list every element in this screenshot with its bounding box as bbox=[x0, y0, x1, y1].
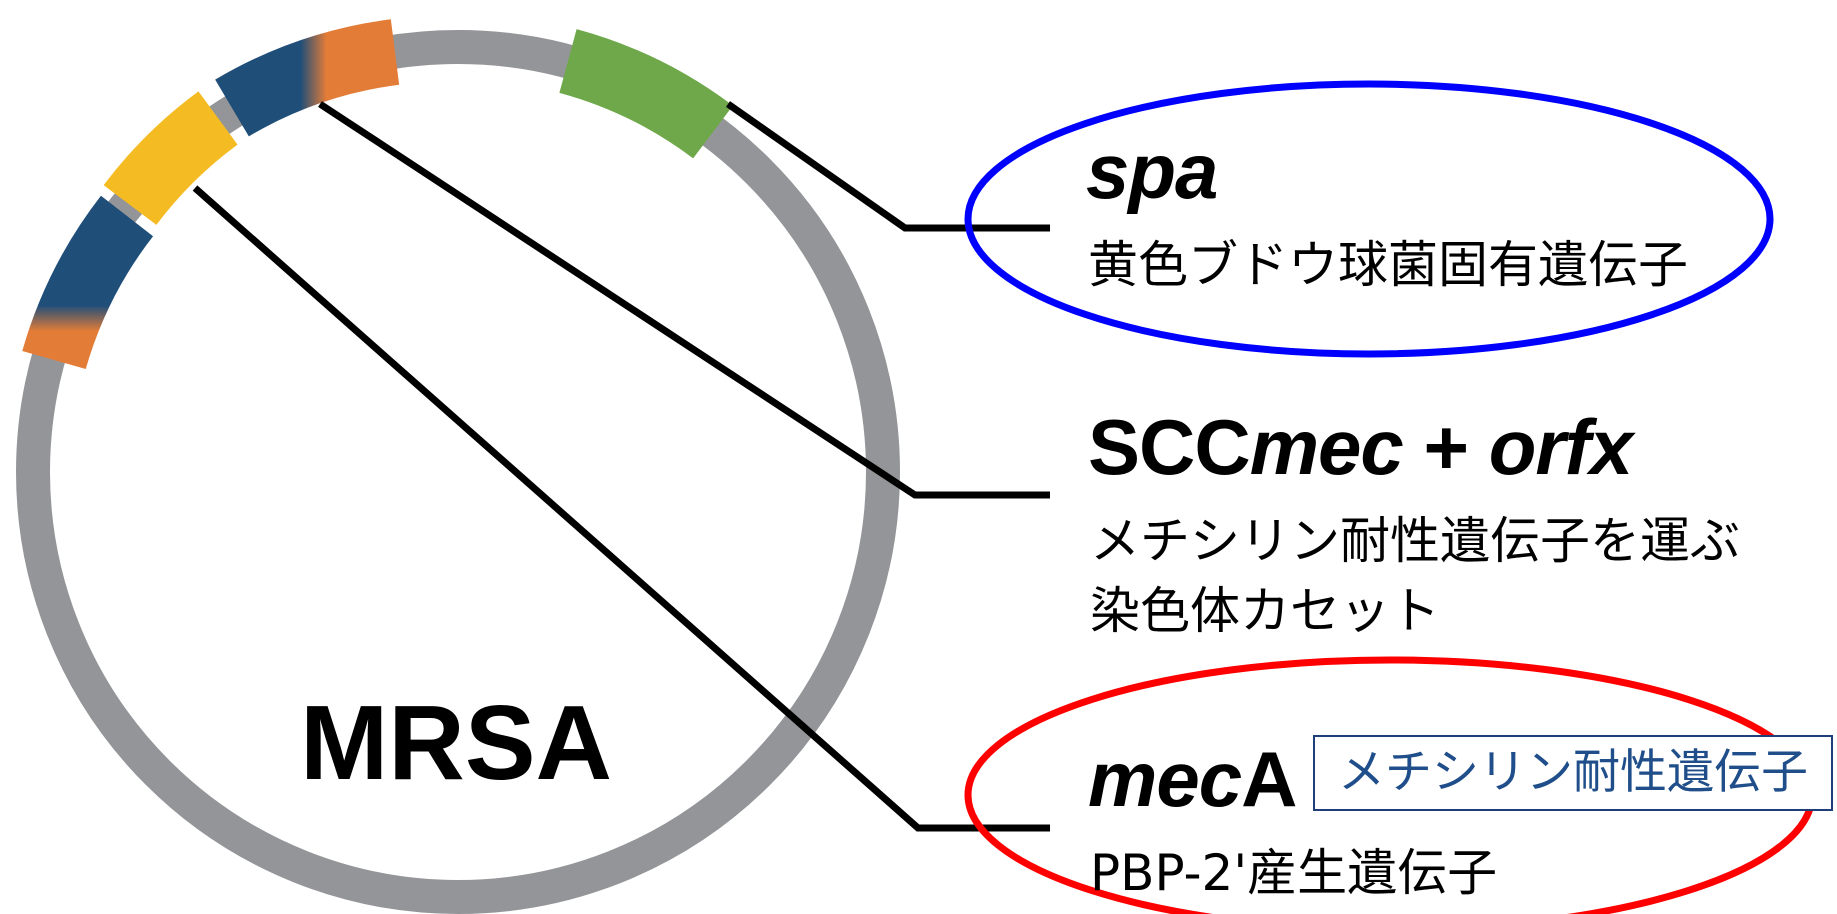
gene-description-meca: PBP-2'産生遺伝子 bbox=[1090, 844, 1498, 902]
organism-label: MRSA bbox=[300, 684, 613, 802]
gene-description-sccmec-line1: メチシリン耐性遺伝子を運ぶ bbox=[1090, 512, 1740, 570]
gene-name-spa: spa bbox=[1086, 132, 1218, 210]
leader-line-sccmec bbox=[318, 101, 1050, 499]
gene-name-sccmec-italic: mec bbox=[1249, 403, 1404, 491]
gene-name-meca-italic: mec bbox=[1088, 735, 1242, 823]
segment-navy-orange-sccmec bbox=[215, 19, 400, 137]
gene-name-sccmec-joiner: + bbox=[1402, 403, 1489, 491]
segment-green-spa bbox=[558, 29, 733, 159]
gene-name-orfx: orfx bbox=[1488, 403, 1633, 491]
gene-name-spa-text: spa bbox=[1086, 127, 1218, 215]
meca-callout-box: メチシリン耐性遺伝子 bbox=[1313, 735, 1833, 811]
gene-name-sccmec: SCCmec + orfx bbox=[1088, 408, 1633, 486]
gene-description-spa: 黄色ブドウ球菌固有遺伝子 bbox=[1088, 236, 1688, 294]
leader-line-meca bbox=[192, 185, 1050, 832]
segment-yellow-meca bbox=[103, 91, 238, 226]
gene-name-sccmec-prefix: SCC bbox=[1088, 403, 1251, 491]
gene-name-meca-suffix: A bbox=[1241, 735, 1297, 823]
segment-navy-orange-left bbox=[22, 195, 154, 370]
highlight-ellipse-spa bbox=[964, 80, 1774, 358]
gene-name-meca: mecA bbox=[1088, 740, 1297, 818]
leader-line-spa bbox=[725, 101, 1050, 232]
gene-description-sccmec-line2: 染色体カセット bbox=[1090, 582, 1440, 640]
